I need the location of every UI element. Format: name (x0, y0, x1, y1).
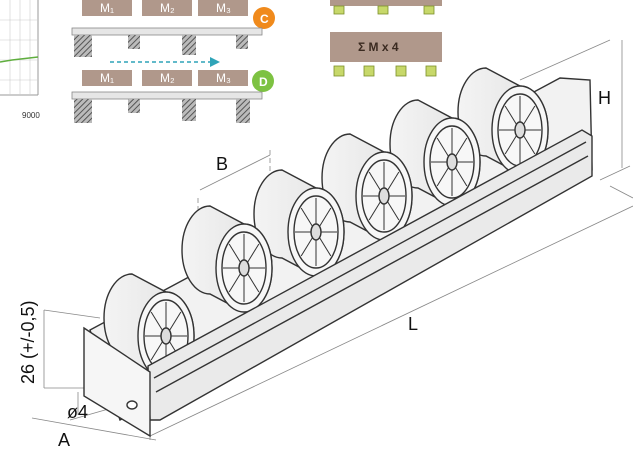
roller (389, 99, 481, 207)
support-post (182, 99, 196, 121)
support-post (128, 99, 140, 113)
roller (457, 67, 549, 175)
sum-load-diagram: Σ M x 4 (330, 0, 442, 77)
roller (181, 205, 273, 313)
mass-label: M₃ (216, 71, 231, 85)
support-post (236, 35, 248, 49)
mass-block (142, 70, 192, 86)
mount-hole-icon (126, 400, 138, 410)
chart-tick-label: 9000 (22, 111, 40, 120)
mass-label: M₂ (160, 71, 175, 85)
arrow-right-icon (210, 57, 220, 67)
chart-line (0, 56, 39, 63)
badge-d-icon (252, 70, 274, 92)
load-row-d: M₁ M₂ M₃ D (71, 57, 274, 123)
rail-front (83, 129, 593, 438)
dim-roller-height-label: 26 (+/-0,5) (18, 300, 38, 384)
mass-label: M₂ (160, 1, 175, 15)
conveyor-bed (71, 91, 263, 100)
roller (321, 133, 413, 241)
support-post (236, 99, 250, 123)
mass-label: M₁ (100, 1, 114, 15)
mass-block (198, 0, 248, 16)
badge-label: C (260, 12, 269, 26)
support-post (182, 35, 196, 55)
mass-block (82, 0, 132, 16)
sum-label: Σ M x 4 (358, 40, 399, 54)
badge-c-icon (253, 7, 275, 29)
mass-block (142, 0, 192, 16)
support-post (128, 35, 140, 49)
support-feet (333, 65, 437, 77)
load-row-c: M₁ M₂ M₃ C (71, 0, 275, 57)
badge-label: D (259, 75, 268, 89)
mass-block (82, 70, 132, 86)
mass-label: M₁ (100, 71, 114, 85)
support-post (74, 99, 92, 123)
mass-label: M₃ (216, 1, 231, 15)
sum-block (330, 32, 442, 62)
dim-length-label: L (408, 314, 418, 334)
mass-block (198, 70, 248, 86)
dim-height-label: H (598, 88, 611, 108)
roller (253, 169, 345, 277)
dim-pitch-label: B (216, 154, 228, 174)
chart-fragment: 9000 (0, 0, 40, 120)
dim-width-label: A (58, 430, 70, 450)
dim-hole-label: ø4 (67, 402, 88, 422)
conveyor-bed (71, 27, 263, 36)
rollers (103, 67, 549, 381)
support-post (74, 35, 92, 57)
